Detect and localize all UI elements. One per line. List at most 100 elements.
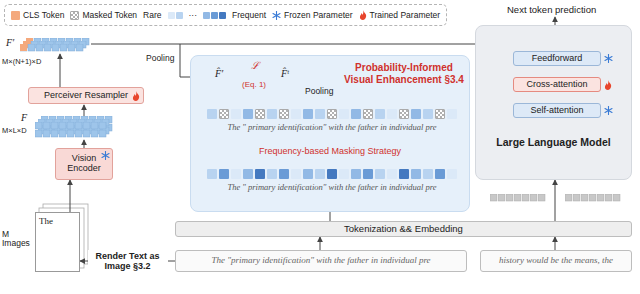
legend-swatch: [11, 11, 20, 20]
label: F̂′: [215, 68, 223, 79]
self-attention-block: Self-attention: [513, 103, 601, 118]
label: Pooling: [305, 87, 333, 96]
snowflake-icon: [604, 106, 613, 115]
arrow: [555, 17, 556, 25]
tokenization-box: Tokenization && Embedding: [175, 221, 632, 237]
token-square: [243, 109, 253, 119]
token-square: [339, 109, 349, 119]
feature-stack: [35, 116, 113, 138]
token-square: [231, 169, 241, 179]
token-squares: [201, 169, 463, 179]
label: F′: [6, 37, 14, 48]
node-text: Perceiver Resampler: [44, 91, 128, 101]
token-square: [327, 109, 337, 119]
vision-encoder-box: Vision Encoder: [55, 148, 113, 180]
flame-icon: [132, 91, 140, 101]
node-text: The " primary identification" with the f…: [201, 122, 463, 132]
input-text-box: The "primary identification" with the fa…: [175, 250, 467, 272]
token-square: [219, 169, 229, 179]
snowflake-icon: [101, 151, 110, 160]
connector: [555, 237, 556, 250]
legend-text: Trained Parameter: [370, 10, 441, 20]
token-squares: [201, 109, 463, 119]
legend-text: Frozen Parameter: [284, 10, 353, 20]
legend-item: Trained Parameter: [359, 10, 441, 20]
connector: [320, 237, 321, 250]
token-square: [375, 169, 385, 179]
snowflake-icon: [604, 54, 613, 63]
label: Next token prediction: [507, 5, 596, 15]
token-square: [203, 12, 210, 19]
legend-item: Frozen Parameter: [272, 10, 353, 20]
token-square: [231, 109, 241, 119]
node-text: The: [39, 216, 53, 226]
parameter-icon: [604, 54, 613, 63]
token-square: [399, 169, 409, 179]
token-square: [207, 109, 217, 119]
token-square: [315, 169, 325, 179]
edge-label: Frequency-based Masking Strategy: [257, 145, 403, 157]
token-square: [435, 169, 445, 179]
token-square: [435, 109, 445, 119]
input-text-box: history would be the means, the: [480, 250, 632, 272]
node-text: Self-attention: [530, 106, 583, 116]
legend-item: CLS Token: [11, 10, 64, 20]
legend-label: ···: [189, 10, 198, 20]
feedforward-block: Feedforward: [513, 51, 601, 66]
connector: [70, 180, 71, 212]
token-square: [351, 109, 361, 119]
token-square: [255, 169, 265, 179]
token-square: [255, 109, 265, 119]
frequency-squares: [203, 12, 226, 19]
arrow: [84, 105, 85, 116]
token-square: [423, 109, 433, 119]
node-text: The "primary identification" with the fa…: [211, 256, 430, 266]
legend: CLS TokenMasked TokenRare···FrequentFroz…: [4, 4, 447, 26]
token-square: [387, 169, 397, 179]
edge-label: Render Text as Image §3.2: [88, 250, 168, 273]
token-square: [303, 109, 313, 119]
flame-icon: [359, 10, 367, 20]
label: Pooling: [146, 54, 174, 63]
token-square: [327, 169, 337, 179]
legend-label: Rare: [143, 10, 161, 20]
perceiver-resampler-box: Perceiver Resampler: [28, 87, 144, 104]
token-square: [411, 169, 421, 179]
label: M Images: [2, 230, 32, 249]
token-square: [219, 109, 229, 119]
token-square: [363, 109, 373, 119]
token-square: [315, 109, 325, 119]
masked-token-sample: [70, 11, 79, 20]
token-square: [267, 109, 277, 119]
legend-sample: [272, 11, 281, 20]
token-square: [351, 169, 361, 179]
label: F̂ᵗ: [281, 68, 289, 79]
token-square: [168, 12, 175, 19]
label: M×(N+1)×D: [2, 58, 41, 66]
legend-sample: [70, 11, 79, 20]
node-text: The " primary identification" with the f…: [201, 182, 463, 192]
flame-icon: [604, 80, 612, 90]
token-square: [176, 12, 183, 19]
token-square: [387, 109, 397, 119]
snowflake-icon: [272, 11, 281, 20]
parameter-icon: [604, 80, 612, 90]
cross-attention-block: Cross-attention: [513, 77, 601, 92]
node-text: Cross-attention: [526, 80, 587, 90]
node-text: Feedforward: [532, 54, 583, 64]
parameter-icon: [604, 106, 613, 115]
node-text: Tokenization && Embedding: [344, 224, 463, 234]
token-square: [447, 109, 457, 119]
token-square: [219, 12, 226, 19]
legend-sample: [359, 10, 367, 20]
token-square: [303, 169, 313, 179]
token-square: [423, 169, 433, 179]
label: M×L×D: [2, 127, 27, 135]
token-square: [279, 109, 289, 119]
label: (Eq. 1): [242, 81, 266, 90]
node-text: history would be the means, the: [499, 256, 613, 266]
token-square: [279, 169, 289, 179]
node-text: Probability-Informed Visual Enhancement …: [341, 62, 467, 85]
masked-token-row: The " primary identification" with the f…: [201, 109, 463, 132]
